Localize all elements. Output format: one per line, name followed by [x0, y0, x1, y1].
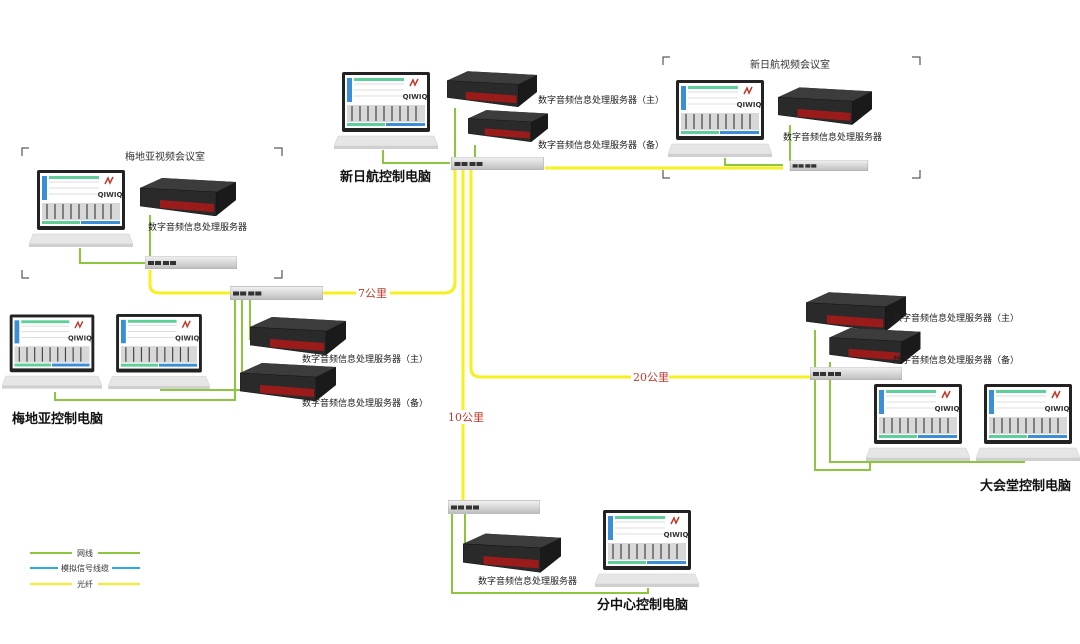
- room-title: 梅地亚视频会议室: [125, 150, 205, 163]
- legend-label-analog: 模拟信号线缆: [61, 563, 109, 573]
- legend-label-network: 网线: [77, 548, 93, 558]
- audio-server-backup[interactable]: [468, 109, 548, 143]
- room-title: 新日航视频会议室: [750, 58, 830, 71]
- server-label: 数字音频信息处理服务器: [148, 221, 247, 233]
- server-label: 数字音频信息处理服务器: [478, 575, 577, 587]
- network-switch[interactable]: [145, 256, 237, 269]
- legend-label-fiber: 光纤: [77, 579, 93, 589]
- control-laptop-1[interactable]: [866, 384, 970, 462]
- audio-server[interactable]: [463, 533, 561, 573]
- site-branch-control: 数字音频信息处理服务器 分中心控制电脑: [448, 500, 700, 613]
- network-switch[interactable]: [230, 286, 323, 300]
- server-main-label: 数字音频信息处理服务器（主）: [893, 312, 1019, 324]
- room-laptop[interactable]: [668, 80, 772, 158]
- site-xinrihang-room: 新日航视频会议室 数字音频信息处理服务器: [662, 56, 921, 179]
- control-laptop-2[interactable]: [108, 314, 210, 390]
- audio-server-main[interactable]: [250, 316, 346, 356]
- fiber-dahuitang: [469, 170, 810, 379]
- distance-dahuitang: 20公里: [633, 371, 669, 384]
- site-meidiya-room: 梅地亚视频会议室 数字音频信息处理服务器: [21, 147, 283, 279]
- audio-server[interactable]: [778, 87, 872, 125]
- room-frame: [662, 56, 921, 179]
- audio-server-backup[interactable]: [240, 363, 336, 401]
- site-title: 梅地亚控制电脑: [12, 411, 103, 427]
- control-laptop-2[interactable]: [976, 384, 1080, 462]
- room-frame: [21, 147, 283, 279]
- audio-server-main[interactable]: [806, 292, 906, 332]
- server-label: 数字音频信息处理服务器: [783, 131, 882, 143]
- fiber-meidiya-room: [148, 270, 230, 295]
- network-switch[interactable]: [448, 500, 540, 514]
- site-dahuitang-control: 数字音频信息处理服务器（主） 数字音频信息处理服务器（备） 大会堂控制电脑: [806, 292, 1080, 494]
- server-main-label: 数字音频信息处理服务器（主）: [302, 353, 428, 365]
- fiber-lines: [148, 166, 810, 500]
- server-backup-label: 数字音频信息处理服务器（备）: [893, 354, 1019, 366]
- server-main-label: 数字音频信息处理服务器（主）: [538, 94, 664, 106]
- audio-server-main[interactable]: [447, 70, 537, 108]
- site-title: 新日航控制电脑: [340, 169, 431, 185]
- server-backup-label: 数字音频信息处理服务器（备）: [302, 397, 428, 409]
- control-laptop[interactable]: [594, 510, 700, 588]
- room-laptop[interactable]: [28, 170, 134, 248]
- site-title: 大会堂控制电脑: [980, 478, 1071, 494]
- control-laptop[interactable]: [334, 72, 438, 150]
- site-xinrihang-control: 数字音频信息处理服务器（主） 数字音频信息处理服务器（备） 新日航控制电脑: [334, 70, 664, 185]
- fiber-meidiya: [323, 170, 457, 295]
- audio-server[interactable]: [140, 178, 236, 216]
- server-backup-label: 数字音频信息处理服务器（备）: [538, 139, 664, 151]
- distance-meidiya: 7公里: [358, 287, 387, 300]
- control-laptop-1[interactable]: [2, 314, 102, 390]
- site-title: 分中心控制电脑: [597, 597, 688, 613]
- site-meidiya-control: 数字音频信息处理服务器（主） 数字音频信息处理服务器（备） 梅地亚控制电脑: [2, 286, 428, 427]
- network-switch[interactable]: [450, 157, 545, 170]
- distance-branch: 10公里: [448, 411, 484, 424]
- legend: 网线 模拟信号线缆 光纤: [30, 547, 140, 589]
- network-switch[interactable]: [810, 367, 902, 380]
- network-switch[interactable]: [789, 160, 869, 171]
